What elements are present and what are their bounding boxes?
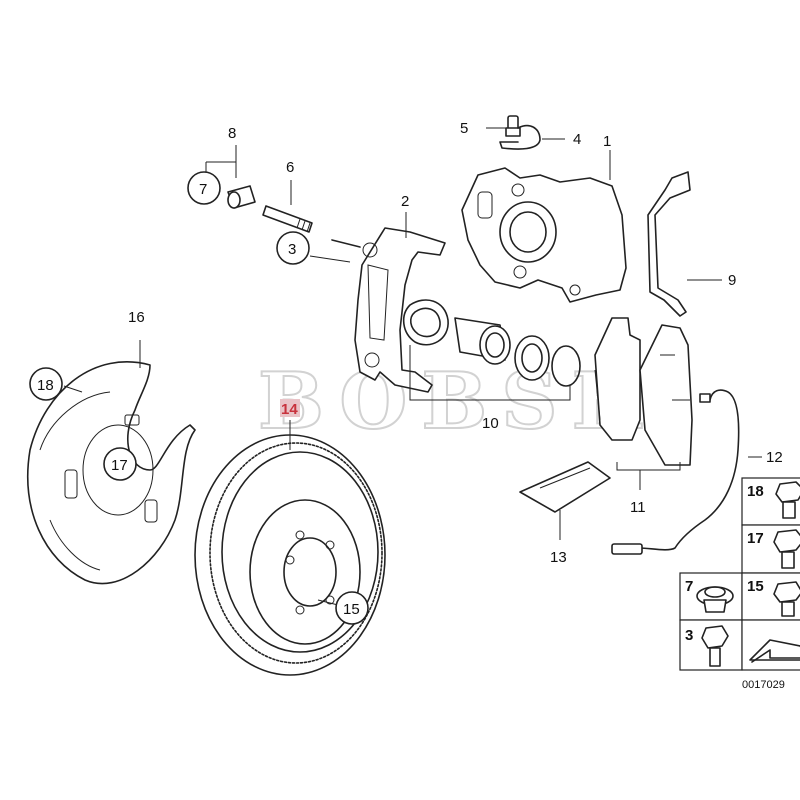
caliper-piston-kit[interactable] [402,299,581,387]
callout-6: 6 [286,159,294,176]
guide-bushing[interactable] [227,185,256,209]
grease-packet[interactable] [519,461,611,513]
callout-8: 8 [228,125,236,142]
callout-15: 15 [335,591,369,625]
callout-14-highlighted: 14 [280,399,300,418]
svg-text:4: 4 [573,131,581,148]
svg-text:14: 14 [281,401,298,418]
svg-text:10: 10 [482,415,499,432]
callout-5: 5 [460,120,468,137]
svg-text:8: 8 [228,125,236,142]
reference-code: 0017029 [742,679,785,691]
callout-10: 10 [482,415,499,432]
callout-16: 16 [128,309,145,326]
legend-label-3: 3 [685,627,693,644]
svg-text:11: 11 [630,499,646,516]
fastener-legend: 18 17 7 15 3 [679,477,800,671]
legend-label-18: 18 [747,483,764,500]
svg-text:17: 17 [111,457,128,474]
guide-bolt[interactable] [262,205,313,233]
anti-rattle-spring[interactable] [647,171,691,317]
brake-caliper[interactable] [461,167,627,303]
svg-text:5: 5 [460,120,468,137]
svg-text:13: 13 [550,549,567,566]
svg-text:9: 9 [728,272,736,289]
svg-text:12: 12 [766,449,783,466]
callout-12: 12 [766,449,783,466]
legend-label-7: 7 [685,578,693,595]
callout-3: 3 [276,231,310,265]
svg-text:16: 16 [128,309,145,326]
bleeder-screw[interactable] [499,115,541,150]
svg-text:7: 7 [199,181,207,198]
callout-1: 1 [603,133,611,150]
svg-text:1: 1 [603,133,611,150]
leader-lines [63,127,762,606]
svg-text:18: 18 [37,377,54,394]
callout-2: 2 [401,193,409,210]
callout-9: 9 [728,272,736,289]
legend-label-17: 17 [747,530,764,547]
svg-text:2: 2 [401,193,409,210]
legend-label-15: 15 [747,578,764,595]
svg-text:3: 3 [288,241,296,258]
callout-7: 7 [187,171,221,205]
callout-4: 4 [573,131,581,148]
callout-13: 13 [550,549,567,566]
dust-shield[interactable] [26,361,196,585]
callout-11: 11 [630,499,646,516]
callout-17: 17 [103,447,137,481]
svg-text:15: 15 [343,601,360,618]
callout-18: 18 [29,367,63,401]
brake-pad-set[interactable] [594,317,693,466]
watermark-text: BOBSH [258,356,659,447]
caliper-carrier[interactable] [331,227,446,393]
svg-text:6: 6 [286,159,294,176]
brake-disc[interactable] [194,434,386,676]
brake-wear-sensor[interactable] [611,389,740,555]
